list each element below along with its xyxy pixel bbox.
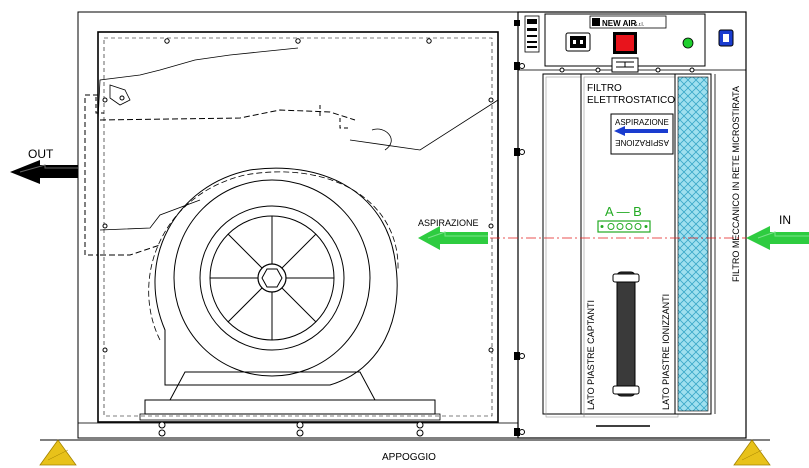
power-switch-icon[interactable] xyxy=(613,32,637,54)
filter-title-line2: ELETTROSTATICO xyxy=(587,95,675,106)
out-label: OUT xyxy=(28,147,54,161)
support-foot-icon xyxy=(733,439,771,466)
aspirazione-label: ASPIRAZIONE xyxy=(418,218,479,228)
brand-suffix: S.r.l. xyxy=(634,22,644,28)
filter-title-line1: FILTRO xyxy=(587,83,622,94)
mesh-filter-panel xyxy=(674,67,712,415)
in-arrow xyxy=(746,226,809,250)
ab-connector-label: A — B xyxy=(605,204,642,219)
appoggio-label: APPOGGIO xyxy=(382,452,436,463)
handle-icon xyxy=(612,271,640,397)
ionizing-plates-label: LATO PIASTRE IONIZZANTI xyxy=(661,294,671,410)
blue-arrow-icon xyxy=(614,126,668,136)
collector-plates-label: LATO PIASTRE CAPTANTI xyxy=(586,300,596,410)
collector-plates-panel xyxy=(542,67,585,418)
svg-text:ASPIRAZIONE: ASPIRAZIONE xyxy=(615,138,669,147)
svg-text:ASPIRAZIONE: ASPIRAZIONE xyxy=(615,118,669,127)
mechanical-filter-label: FILTRO MECCANICO IN RETE MICROSTIRATA xyxy=(731,86,741,282)
interlock-icon xyxy=(718,29,734,47)
power-socket-icon xyxy=(565,32,591,52)
fan-housing xyxy=(77,11,519,439)
blower-fan-icon xyxy=(139,167,441,437)
control-panel: NEW AIR S.r.l. xyxy=(517,11,747,73)
airflow-direction-label: ASPIRAZIONE ASPIRAZIONE xyxy=(610,113,674,155)
status-led-icon xyxy=(682,37,694,49)
in-label: IN xyxy=(779,213,791,227)
brand-label: NEW AIR xyxy=(602,19,637,28)
support-foot-icon xyxy=(39,439,77,466)
aspirazione-arrow xyxy=(418,226,488,250)
connector-terminal xyxy=(597,220,651,233)
out-arrow xyxy=(10,160,78,184)
